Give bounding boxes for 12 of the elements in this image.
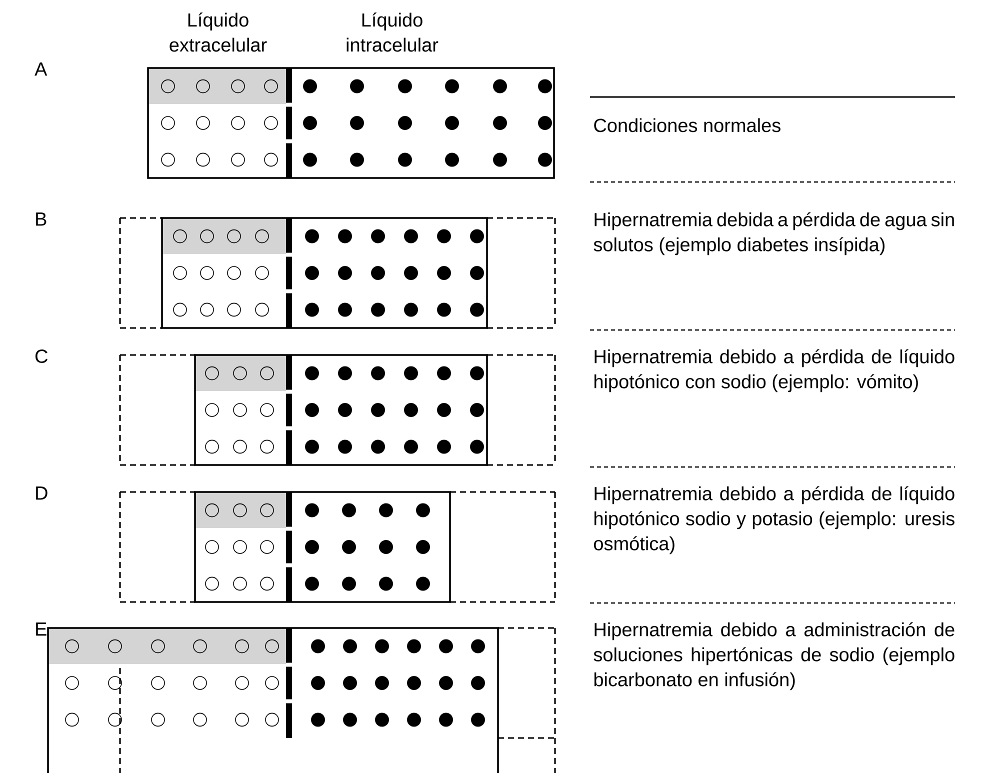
- description-text: Hipernatremia debido a administración de soluciones hipertónicas de sodio (ejemplo bicarbonato en infusión): [594, 622, 954, 690]
- description-text: Hipernatremia debida a pérdida de agua sin solutos (ejemplo diabetes insípida): [594, 212, 954, 256]
- description-text: Hipernatremia debido a pérdida de líquido hipotónico con sodio (ejemplo: vómito): [594, 349, 954, 392]
- description-text: Condiciones normales: [594, 118, 780, 132]
- description-text: Hipernatremia debido a pérdida de líquido hipotónico sodio y potasio (ejemplo: uresis osmótica): [594, 486, 954, 554]
- column-heading: Líquido intracelular: [346, 12, 438, 52]
- row-letter: E: [36, 622, 46, 636]
- row-letter: B: [36, 212, 46, 226]
- row-letter: C: [36, 350, 48, 363]
- row-letter: D: [36, 486, 48, 500]
- column-heading: Líquido extracelular: [170, 12, 267, 52]
- row-letter: A: [34, 62, 48, 76]
